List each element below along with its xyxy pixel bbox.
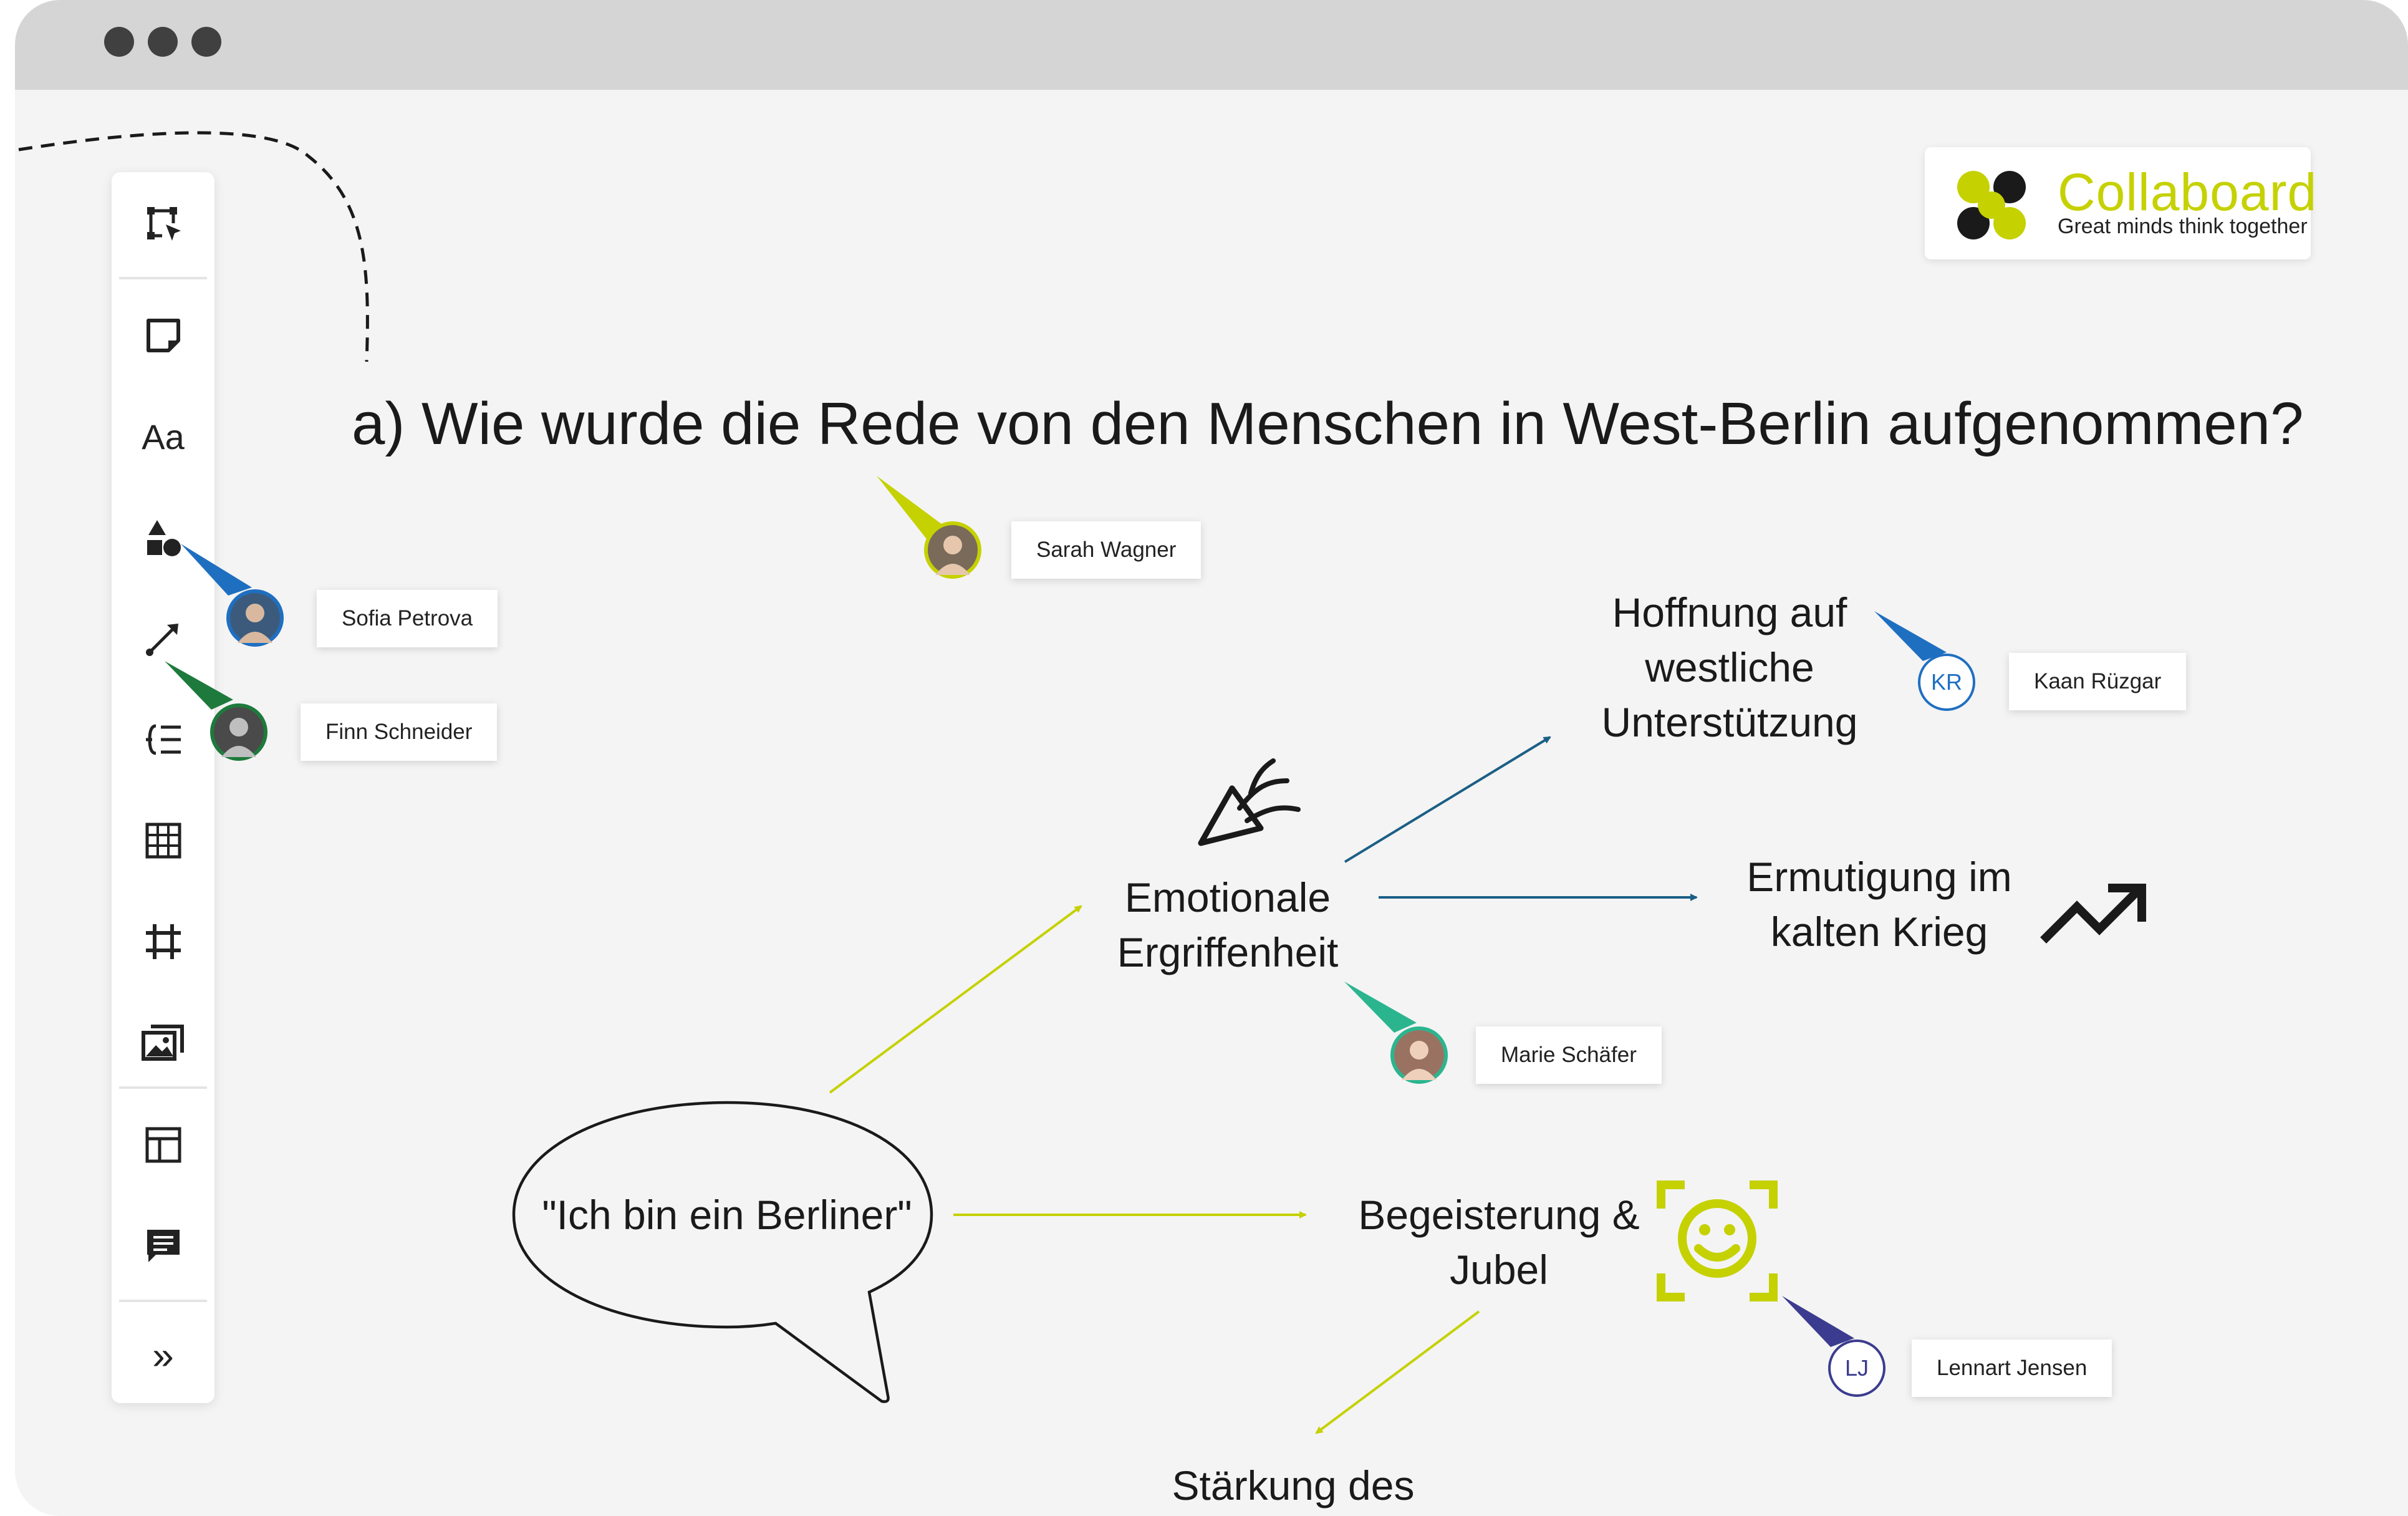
label-finn-schneider: Finn Schneider — [301, 703, 498, 761]
shapes-icon — [147, 520, 181, 556]
toolbar-divider — [119, 277, 207, 279]
table-icon — [145, 823, 181, 859]
person-icon — [238, 604, 272, 643]
text-tool[interactable]: Aa — [138, 412, 188, 461]
avatar-sofia-petrova[interactable] — [226, 589, 284, 647]
party-popper-icon — [1198, 758, 1301, 846]
node-hope[interactable]: Hoffnung auf westliche Unterstützung — [1574, 585, 1885, 750]
mindmap-icon — [145, 724, 181, 755]
node-enthusiasm[interactable]: Begeisterung & Jubel — [1324, 1187, 1674, 1297]
label-sarah-wagner: Sarah Wagner — [1011, 521, 1202, 579]
node-hope-line-1: Hoffnung auf — [1612, 589, 1847, 635]
collaboard-logo-icon — [1957, 171, 2026, 239]
window-maximize-dot[interactable] — [191, 27, 221, 57]
brand-name: Collaboard — [2058, 163, 2318, 221]
select-icon — [147, 207, 181, 241]
table-tool[interactable] — [138, 816, 188, 866]
person-icon — [221, 718, 256, 757]
node-emotional-line-1: Emotionale — [1124, 874, 1331, 920]
arrow-icon — [145, 624, 178, 656]
title-bar — [15, 0, 2408, 90]
template-tool[interactable] — [138, 1120, 188, 1170]
node-emotional-line-2: Ergriffenheit — [1117, 929, 1339, 975]
shapes-tool[interactable] — [138, 513, 188, 562]
app-window: a) Wie wurde die Rede von den Menschen i… — [15, 0, 2408, 1516]
cursor-sarah-wagner — [877, 476, 956, 541]
image-icon — [141, 1025, 184, 1061]
arrow-enthusiasm-to-strengthening — [1315, 1310, 1480, 1434]
node-hope-line-3: Unterstützung — [1601, 699, 1858, 745]
cursor-finn-schneider — [165, 661, 233, 710]
label-sofia-petrova: Sofia Petrova — [317, 590, 498, 647]
avatar-initials: LJ — [1844, 1355, 1869, 1381]
label-lennart-jensen: Lennart Jensen — [1912, 1340, 2112, 1397]
frame-tool[interactable] — [138, 917, 188, 967]
label-kaan-ruzgar: Kaan Rüzgar — [2009, 653, 2187, 710]
media-tool[interactable] — [138, 1018, 188, 1068]
left-toolbar: Aa — [112, 172, 214, 1403]
speech-bubble — [512, 1101, 933, 1403]
toolbar-divider — [119, 1086, 207, 1089]
toolbar-divider — [119, 1300, 207, 1302]
layout-icon — [145, 1127, 181, 1163]
question-title[interactable]: a) Wie wurde die Rede von den Menschen i… — [352, 390, 2304, 457]
double-chevron-right-icon: » — [152, 1334, 174, 1378]
arrow-bubble-to-emotional — [829, 905, 1082, 1094]
cursor-marie-schaefer — [1344, 982, 1417, 1033]
select-tool[interactable] — [138, 198, 188, 248]
sticky-note-tool[interactable] — [138, 311, 188, 360]
comment-tool[interactable] — [138, 1221, 188, 1271]
node-encouragement[interactable]: Ermutigung im kalten Krieg — [1723, 849, 2035, 959]
node-encouragement-line-1: Ermutigung im — [1746, 854, 2012, 900]
avatar-sarah-wagner[interactable] — [924, 521, 981, 579]
cursor-sofia-petrova — [181, 544, 252, 596]
node-enthusiasm-line-2: Jubel — [1450, 1247, 1548, 1293]
node-enthusiasm-line-1: Begeisterung & — [1358, 1192, 1640, 1238]
brand-logo: Collaboard Great minds think together — [1925, 147, 2316, 259]
avatar-kaan-ruzgar[interactable]: KR — [1918, 654, 1975, 711]
comment-icon — [147, 1230, 180, 1262]
expand-toolbar[interactable]: » — [138, 1331, 188, 1381]
avatar-marie-schaefer[interactable] — [1390, 1026, 1448, 1084]
arrow-emotional-to-hope — [1344, 736, 1551, 863]
person-icon — [935, 536, 970, 575]
node-strengthening[interactable]: Stärkung des — [1125, 1458, 1462, 1513]
face-recognition-icon — [1657, 1180, 1778, 1301]
label-marie-schaefer: Marie Schäfer — [1476, 1026, 1662, 1084]
trending-up-icon — [2040, 884, 2146, 944]
cursor-lennart-jensen — [1782, 1296, 1854, 1347]
sticky-note-icon — [146, 319, 180, 352]
frame-icon — [145, 924, 181, 959]
person-icon — [1402, 1041, 1437, 1080]
avatar-finn-schneider[interactable] — [210, 703, 267, 761]
node-hope-line-2: westliche — [1645, 644, 1814, 690]
node-encouragement-line-2: kalten Krieg — [1770, 909, 1988, 955]
window-close-dot[interactable] — [104, 27, 134, 57]
avatar-initials: KR — [1930, 669, 1962, 695]
text-icon: Aa — [142, 417, 185, 456]
connector-tool[interactable] — [138, 614, 188, 664]
mindmap-tool[interactable] — [138, 715, 188, 765]
node-strengthening-line-1: Stärkung des — [1172, 1462, 1415, 1509]
cursor-kaan-ruzgar — [1874, 611, 1947, 661]
brand-tagline: Great minds think together — [2058, 215, 2308, 238]
cursor-pointers — [165, 476, 1947, 1347]
window-minimize-dot[interactable] — [148, 27, 178, 57]
node-emotional[interactable]: Emotionale Ergriffenheit — [1087, 870, 1368, 980]
connector-layer — [18, 131, 1698, 1434]
dashed-arc — [18, 131, 369, 362]
speech-bubble-text[interactable]: "Ich bin ein Berliner" — [542, 1192, 912, 1238]
avatar-lennart-jensen[interactable]: LJ — [1828, 1340, 1885, 1397]
